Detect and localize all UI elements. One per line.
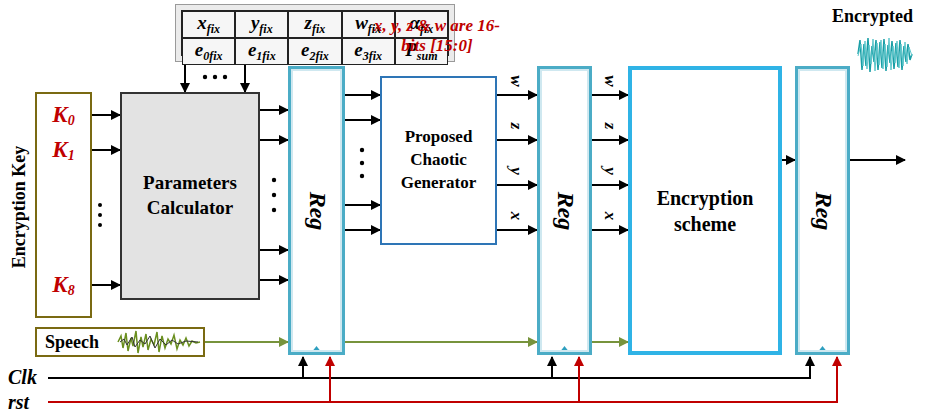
clock-wire	[551, 357, 553, 378]
signal-name: x	[506, 205, 526, 227]
parameter-name: e0fix	[195, 39, 223, 64]
ellipsis-dot	[360, 174, 364, 178]
signal-arrow	[497, 229, 537, 231]
signal-name: z	[600, 115, 620, 137]
parameter-name: e2fix	[301, 39, 329, 64]
signal-arrow	[345, 94, 380, 96]
speech-waveform	[120, 336, 198, 348]
box-label: Proposed Chaotic Generator	[388, 126, 489, 195]
box-label: Parameters Calculator	[128, 171, 252, 220]
parameter-arrow	[345, 229, 380, 231]
parameter-arrow	[260, 249, 288, 251]
box-label: Reg	[551, 191, 578, 230]
table-cell: xfix	[182, 11, 235, 38]
parameter-name: yfix	[251, 12, 273, 37]
signal-arrow	[184, 62, 186, 92]
register-box: Reg	[537, 66, 592, 355]
parameter-name: zfix	[305, 12, 326, 37]
ellipsis-dot	[203, 75, 207, 79]
parameter-arrow	[345, 119, 380, 121]
speech-arrow	[345, 341, 537, 343]
ellipsis-dot	[360, 161, 364, 165]
ellipsis-dot	[272, 178, 276, 182]
ellipsis-dot	[272, 193, 276, 197]
box-label: Encryption scheme	[640, 185, 770, 237]
key-name: K8	[37, 272, 90, 298]
clock-wire	[302, 357, 304, 378]
process-box: Proposed Chaotic Generator	[380, 76, 497, 245]
signal-name: x	[600, 205, 620, 227]
clock-wire	[48, 357, 810, 378]
table-cell: e2fix	[288, 38, 341, 65]
signal-arrow	[497, 139, 537, 141]
group-title: Encryption Key	[8, 92, 30, 322]
register-box: Reg	[288, 66, 345, 355]
reset-wire	[48, 357, 837, 402]
table-cell: zfix	[288, 11, 341, 38]
key-box: Encryption KeyK0K1K8	[35, 92, 92, 318]
table-cell: e1fix	[235, 38, 288, 65]
signal-arrow	[592, 139, 628, 141]
encrypted-waveform	[858, 38, 912, 72]
key-arrow	[92, 284, 120, 286]
signal-arrow	[497, 94, 537, 96]
signal-arrow	[782, 159, 795, 161]
signal-name: z	[506, 115, 526, 137]
register-box: Reg	[795, 66, 850, 355]
signal-name: w	[600, 70, 620, 92]
signal-arrow	[260, 109, 288, 111]
encrypted-waveform	[858, 38, 912, 71]
signal-name: w	[506, 70, 526, 92]
parameter-name: xfix	[197, 12, 220, 37]
process-box: Parameters Calculator	[120, 92, 260, 300]
table-cell: yfix	[235, 11, 288, 38]
output-label: Encrypted	[832, 6, 913, 27]
box-label: Reg	[809, 191, 836, 230]
output-arrow	[850, 159, 905, 161]
ellipsis-dot	[223, 75, 227, 79]
ellipsis-dot	[98, 203, 102, 207]
reset-wire	[578, 357, 580, 402]
parameter-arrow	[244, 62, 246, 92]
process-box: Encryption scheme	[628, 66, 782, 355]
signal-name: Clk	[8, 366, 37, 388]
key-arrow	[92, 149, 120, 151]
signal-arrow	[592, 229, 628, 231]
speech-arrow	[592, 341, 628, 343]
ellipsis-dot	[98, 213, 102, 217]
bit-width-note: x, y, z & w are 16-bits [15:0]	[362, 16, 512, 57]
input-box: Speech	[35, 327, 205, 357]
signal-arrow	[92, 114, 120, 116]
signal-name: y	[506, 160, 526, 182]
reset-wire	[329, 357, 331, 402]
ellipsis-dot	[360, 148, 364, 152]
speech-arrow	[205, 341, 288, 343]
signal-name: rst	[8, 391, 29, 412]
box-label: Reg	[303, 191, 330, 230]
parameter-arrow	[260, 279, 288, 281]
signal-arrow	[497, 184, 537, 186]
signal-arrow	[592, 94, 628, 96]
table-cell: e0fix	[182, 38, 235, 65]
parameter-arrow	[345, 204, 380, 206]
parameter-arrow	[260, 139, 288, 141]
ellipsis-dot	[213, 75, 217, 79]
speech-waveform	[118, 331, 200, 353]
signal-name: y	[600, 160, 620, 182]
key-name: K0	[37, 102, 90, 128]
parameter-name: e1fix	[248, 39, 276, 64]
ellipsis-dot	[98, 223, 102, 227]
ellipsis-dot	[272, 208, 276, 212]
box-label: Speech	[45, 332, 99, 353]
signal-arrow	[592, 184, 628, 186]
table-cell: e3fix	[342, 38, 395, 65]
parameter-name: e3fix	[354, 39, 382, 64]
key-name: K1	[37, 137, 90, 163]
